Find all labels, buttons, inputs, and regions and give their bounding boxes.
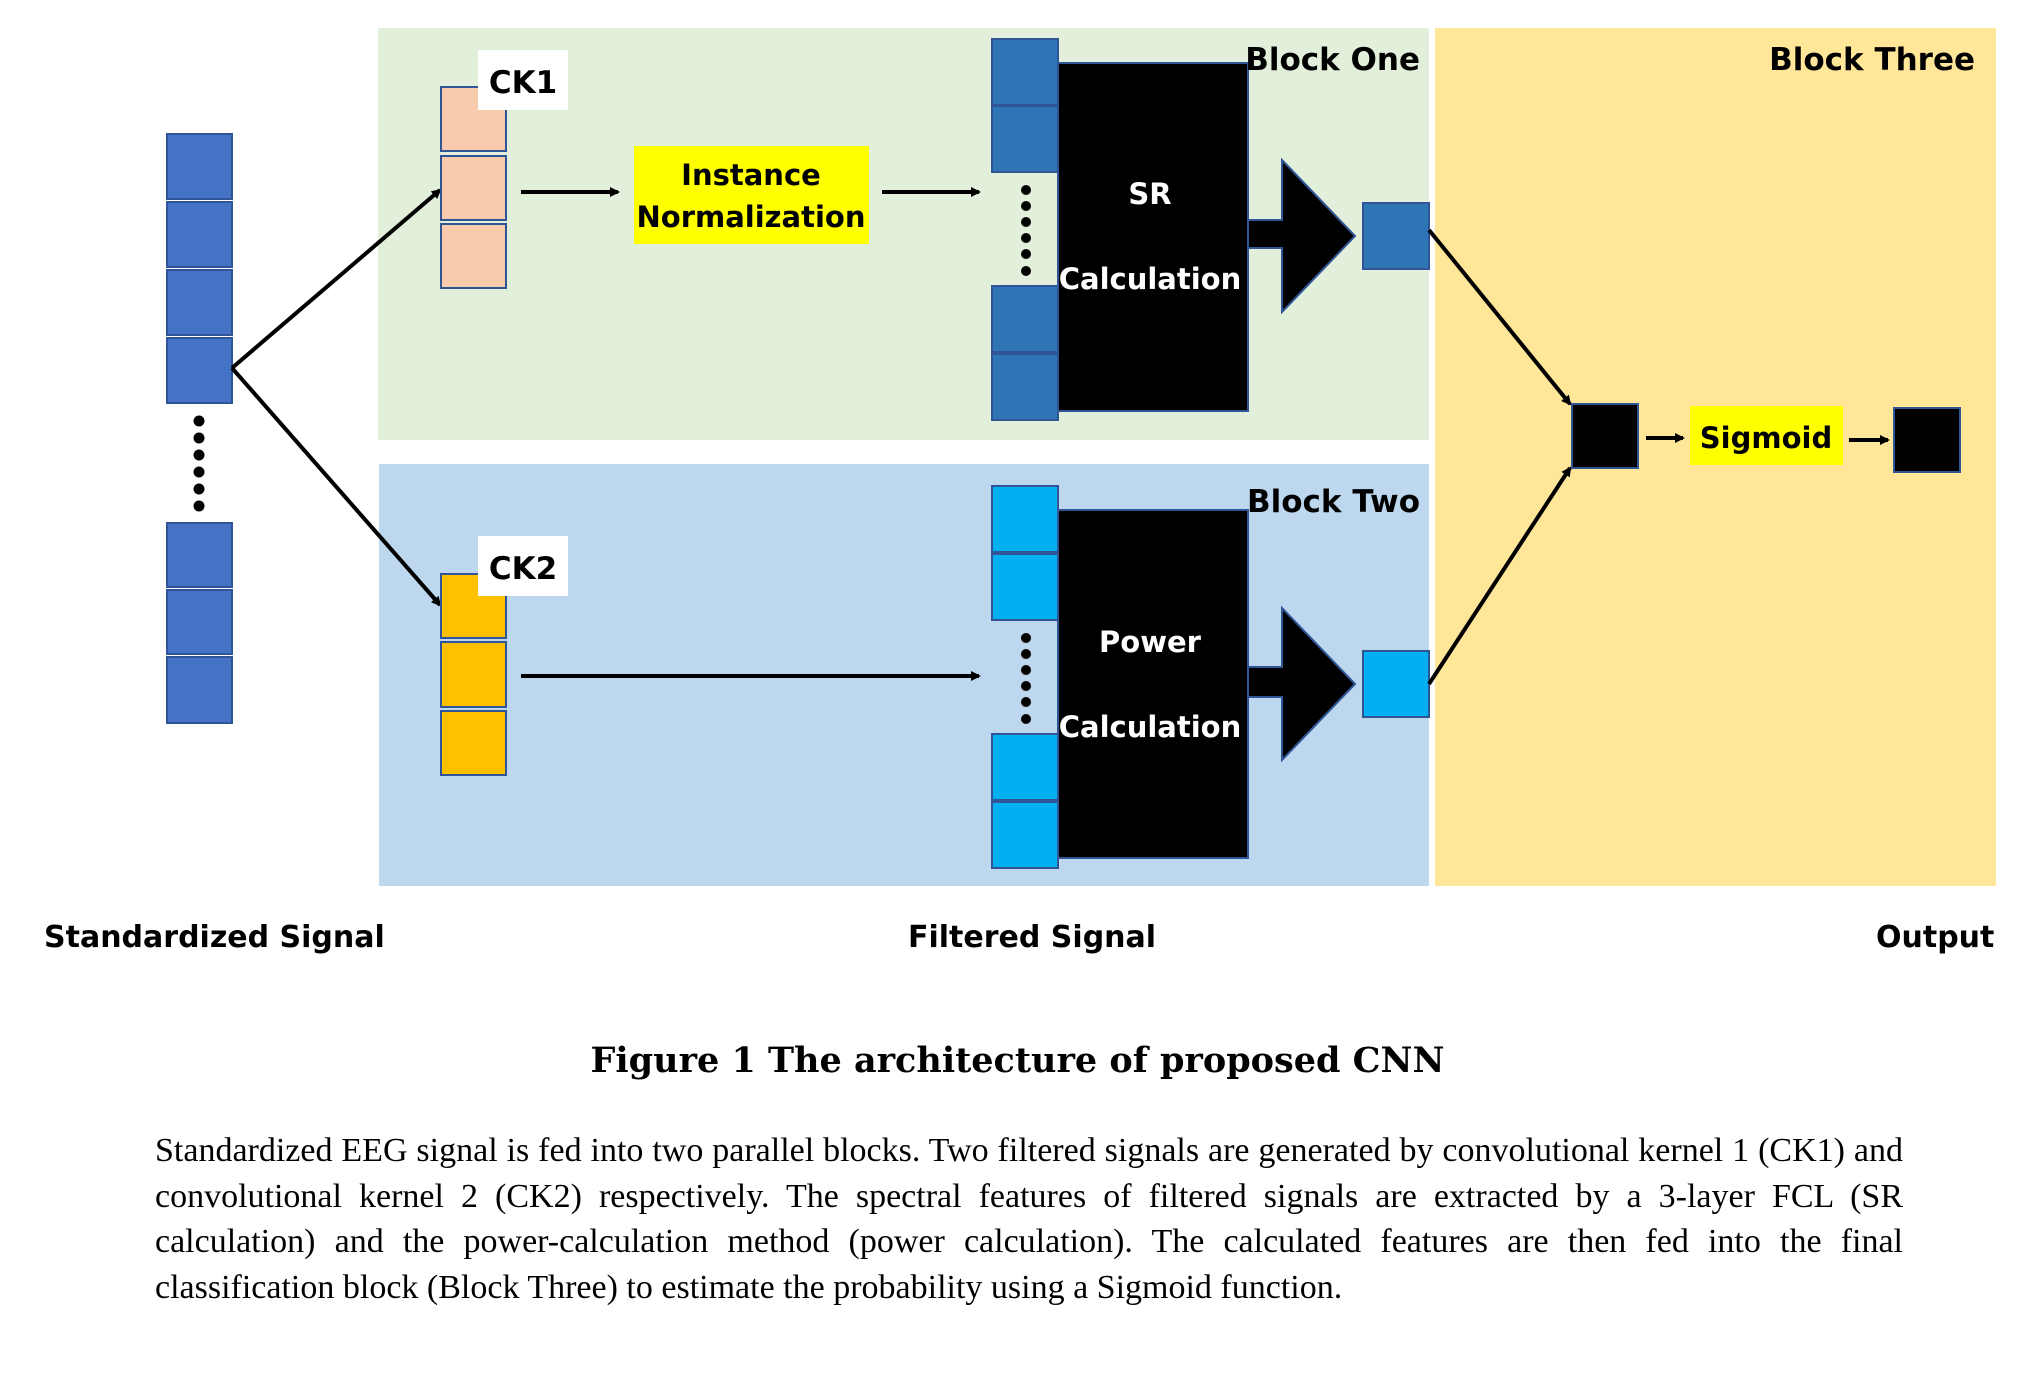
block-three-label: Block Three: [1769, 42, 1975, 78]
ck1-cell: [440, 223, 507, 289]
ck1-label: CK1: [489, 65, 557, 101]
concat-node: [1571, 403, 1639, 469]
block-two-label: Block Two: [1247, 484, 1420, 520]
figure-caption-title: Figure 1 The architecture of proposed CN…: [590, 1040, 1445, 1081]
input-cell: [166, 589, 233, 655]
block-arrow-icon: [1247, 157, 1357, 315]
sigmoid-label: Sigmoid: [1700, 421, 1832, 455]
input-cell: [166, 337, 233, 404]
b1-feature-cell: [991, 285, 1059, 353]
instance-normalization-box: Instance Normalization: [634, 146, 869, 244]
ellipsis-dots-icon: [1021, 185, 1031, 276]
sr-calculation-line1: SR: [1128, 177, 1171, 211]
filtered-signal-label: Filtered Signal: [908, 920, 1157, 955]
ck2-label: CK2: [489, 551, 557, 587]
power-calculation-line1: Power: [1099, 625, 1202, 659]
block-one-label: Block One: [1245, 42, 1420, 78]
output-label: Output: [1876, 920, 1995, 955]
ellipsis-dots-icon: [1021, 633, 1031, 724]
power-calculation-block: Power Calculation: [991, 485, 1430, 869]
b2-feature-cell: [991, 801, 1059, 869]
sr-calculation-box: [1057, 62, 1249, 412]
sigmoid-box: Sigmoid: [1690, 406, 1843, 465]
b1-output-cell: [1362, 202, 1430, 270]
power-calculation-box: [1057, 509, 1249, 859]
instance-normalization-line2: Normalization: [637, 200, 866, 234]
b2-feature-cell: [991, 553, 1059, 621]
input-cell: [166, 656, 233, 724]
instance-normalization-line1: Instance: [681, 158, 821, 192]
figure-caption-body: Standardized EEG signal is fed into two …: [155, 1132, 1903, 1306]
ck2-cell: [440, 641, 507, 708]
ck1-kernel: CK1: [440, 50, 568, 289]
arrow-b1-to-concat: [1427, 228, 1572, 406]
ck2-kernel: CK2: [440, 536, 568, 776]
input-cell: [166, 522, 233, 588]
ck1-cell: [440, 155, 507, 221]
output-node: [1893, 407, 1961, 473]
b1-feature-cell: [991, 105, 1059, 173]
cnn-architecture-diagram: CK1 Instance Normalization SR Calculatio…: [166, 28, 1996, 886]
b1-feature-cell: [991, 38, 1059, 106]
b2-feature-cell: [991, 485, 1059, 553]
ck1-label-box: [478, 50, 568, 110]
arrow-b2-to-concat: [1427, 466, 1572, 686]
ck2-cell: [440, 710, 507, 776]
sr-calculation-block: SR Calculation: [991, 38, 1430, 421]
power-calculation-line2: Calculation: [1059, 710, 1242, 744]
sr-calculation-line2: Calculation: [1059, 262, 1242, 296]
standardized-signal-column: [166, 133, 233, 724]
standardized-signal-label: Standardized Signal: [44, 920, 385, 955]
b2-output-cell: [1362, 650, 1430, 718]
ck2-label-box: [478, 536, 568, 596]
input-cell: [166, 201, 233, 268]
b1-feature-cell: [991, 353, 1059, 421]
input-cell: [166, 269, 233, 336]
arrow-to-ck1: [230, 188, 442, 370]
input-cell: [166, 133, 233, 200]
arrow-to-ck2: [230, 366, 442, 607]
b2-feature-cell: [991, 733, 1059, 801]
block-arrow-icon: [1247, 605, 1357, 763]
ellipsis-dots-icon: [193, 415, 205, 512]
